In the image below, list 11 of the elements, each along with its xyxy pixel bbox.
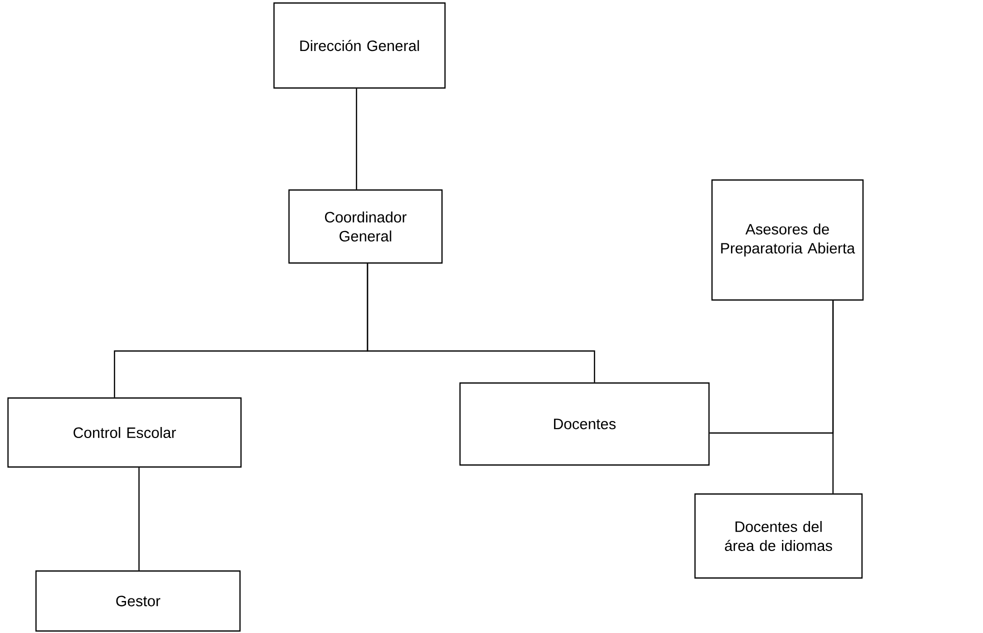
connector-line [366, 264, 596, 382]
org-box: Asesores de Preparatoria Abierta [711, 179, 864, 301]
connector-line [138, 468, 140, 570]
org-box: Docentes [459, 382, 710, 466]
org-box: Coordinador General [288, 189, 443, 264]
org-box: Docentes del área de idiomas [694, 493, 863, 579]
org-box: Dirección General [273, 2, 446, 89]
org-box: Gestor [35, 570, 241, 632]
connector-line [710, 300, 834, 434]
org-box: Control Escolar [7, 397, 242, 468]
connector-line [356, 88, 358, 190]
